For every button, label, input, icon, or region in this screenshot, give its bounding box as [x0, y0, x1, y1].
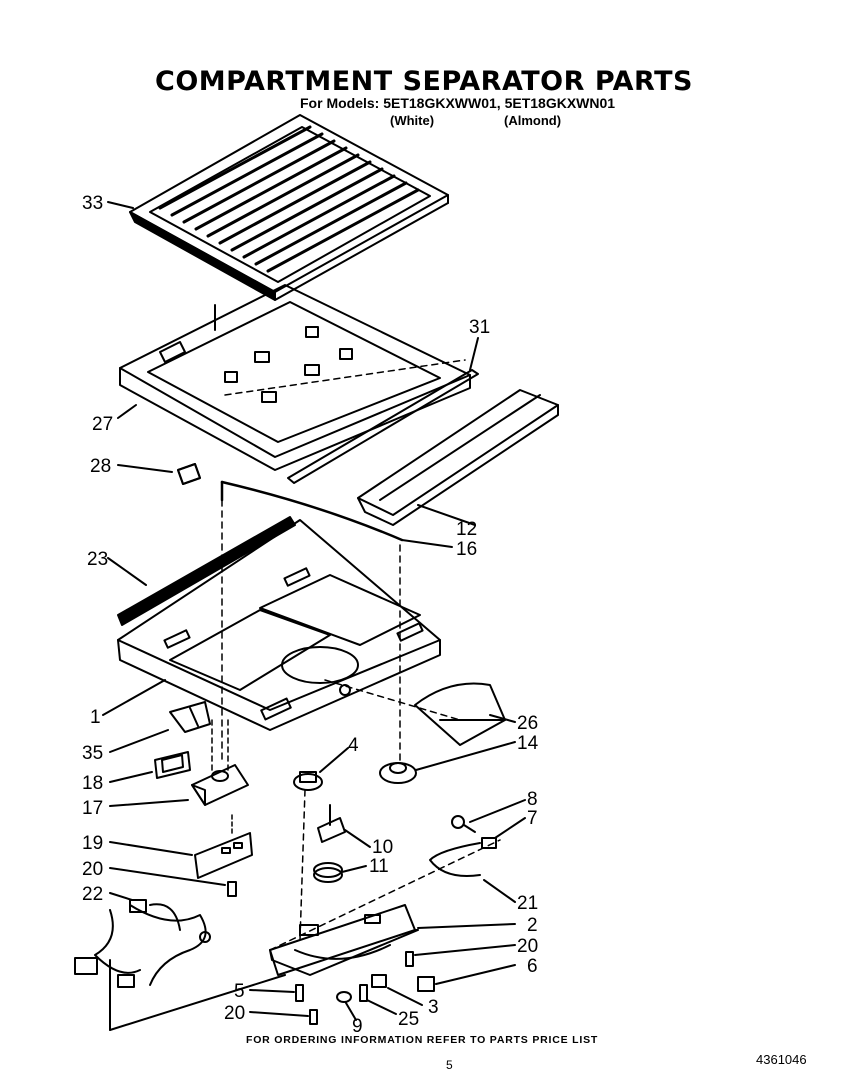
part-33-grille — [129, 114, 449, 301]
part-19-bracket — [194, 814, 253, 879]
part-18-frame-piece — [154, 751, 191, 779]
part-27-frame — [119, 284, 471, 471]
variant-almond: (Almond) — [504, 113, 562, 128]
callout-7: 7 — [527, 808, 538, 829]
page-title: COMPARTMENT SEPARATOR PARTS — [155, 66, 693, 97]
part-3-clip — [371, 974, 387, 988]
part-21-harness-end — [429, 837, 497, 877]
part-28-block — [177, 463, 201, 485]
part-20-screw — [227, 881, 414, 1025]
callout-23: 23 — [87, 549, 108, 570]
part-9-washer — [336, 991, 352, 1003]
part-22-wire-harness — [74, 899, 286, 1031]
part-35-clip — [169, 701, 211, 733]
callout-17: 17 — [82, 798, 103, 819]
variant-white: (White) — [390, 113, 435, 128]
callout-10: 10 — [372, 837, 393, 858]
callout-20-b: 20 — [517, 936, 538, 957]
callout-22: 22 — [82, 884, 103, 905]
callout-6: 6 — [527, 956, 538, 977]
callout-20: 20 — [82, 859, 103, 880]
part-6-connector — [417, 976, 435, 992]
callout-9: 9 — [352, 1016, 363, 1037]
callout-4: 4 — [348, 735, 359, 756]
callout-33: 33 — [82, 193, 103, 214]
part-17-control-body — [191, 719, 249, 806]
callout-21: 21 — [517, 893, 538, 914]
part-5-screw — [295, 984, 304, 1002]
part-11-cap — [313, 862, 343, 883]
callout-18: 18 — [82, 773, 103, 794]
callout-19: 19 — [82, 833, 103, 854]
part-4-knob — [293, 771, 323, 941]
callout-35: 35 — [82, 743, 103, 764]
leader-lines — [102, 201, 526, 1021]
callout-8: 8 — [527, 789, 538, 810]
part-16-wire — [220, 480, 404, 542]
callout-5: 5 — [234, 981, 245, 1002]
callout-20-c: 20 — [224, 1003, 245, 1024]
callout-31: 31 — [469, 317, 490, 338]
callout-12: 12 — [456, 519, 477, 540]
callout-14: 14 — [517, 733, 539, 754]
callout-28: 28 — [90, 456, 111, 477]
part-2-housing — [269, 839, 501, 976]
ordering-note: FOR ORDERING INFORMATION REFER TO PARTS … — [246, 1034, 599, 1046]
part-10-switch — [317, 804, 346, 843]
callout-27: 27 — [92, 414, 113, 435]
models-line: For Models: 5ET18GKXWW01, 5ET18GKXWN01 — [300, 95, 616, 111]
document-number: 4361046 — [756, 1052, 807, 1067]
part-8-ring-terminal — [451, 815, 476, 833]
callout-26: 26 — [517, 713, 538, 734]
part-25-screw — [359, 984, 368, 1002]
callout-1: 1 — [90, 707, 101, 728]
part-1-base-plate — [117, 499, 461, 761]
callout-25: 25 — [398, 1009, 419, 1030]
callout-3: 3 — [428, 997, 439, 1018]
part-12-channel — [357, 389, 559, 526]
part-26-duct — [414, 682, 506, 746]
part-14-grommet — [379, 762, 417, 784]
callout-labels: 33 31 27 28 12 16 23 1 26 14 35 4 18 17 … — [82, 193, 539, 1037]
page-number: 5 — [446, 1058, 453, 1072]
callout-11: 11 — [369, 856, 389, 877]
part-31-gasket-strip — [287, 369, 479, 484]
callout-2: 2 — [527, 915, 538, 936]
callout-16: 16 — [456, 539, 477, 560]
